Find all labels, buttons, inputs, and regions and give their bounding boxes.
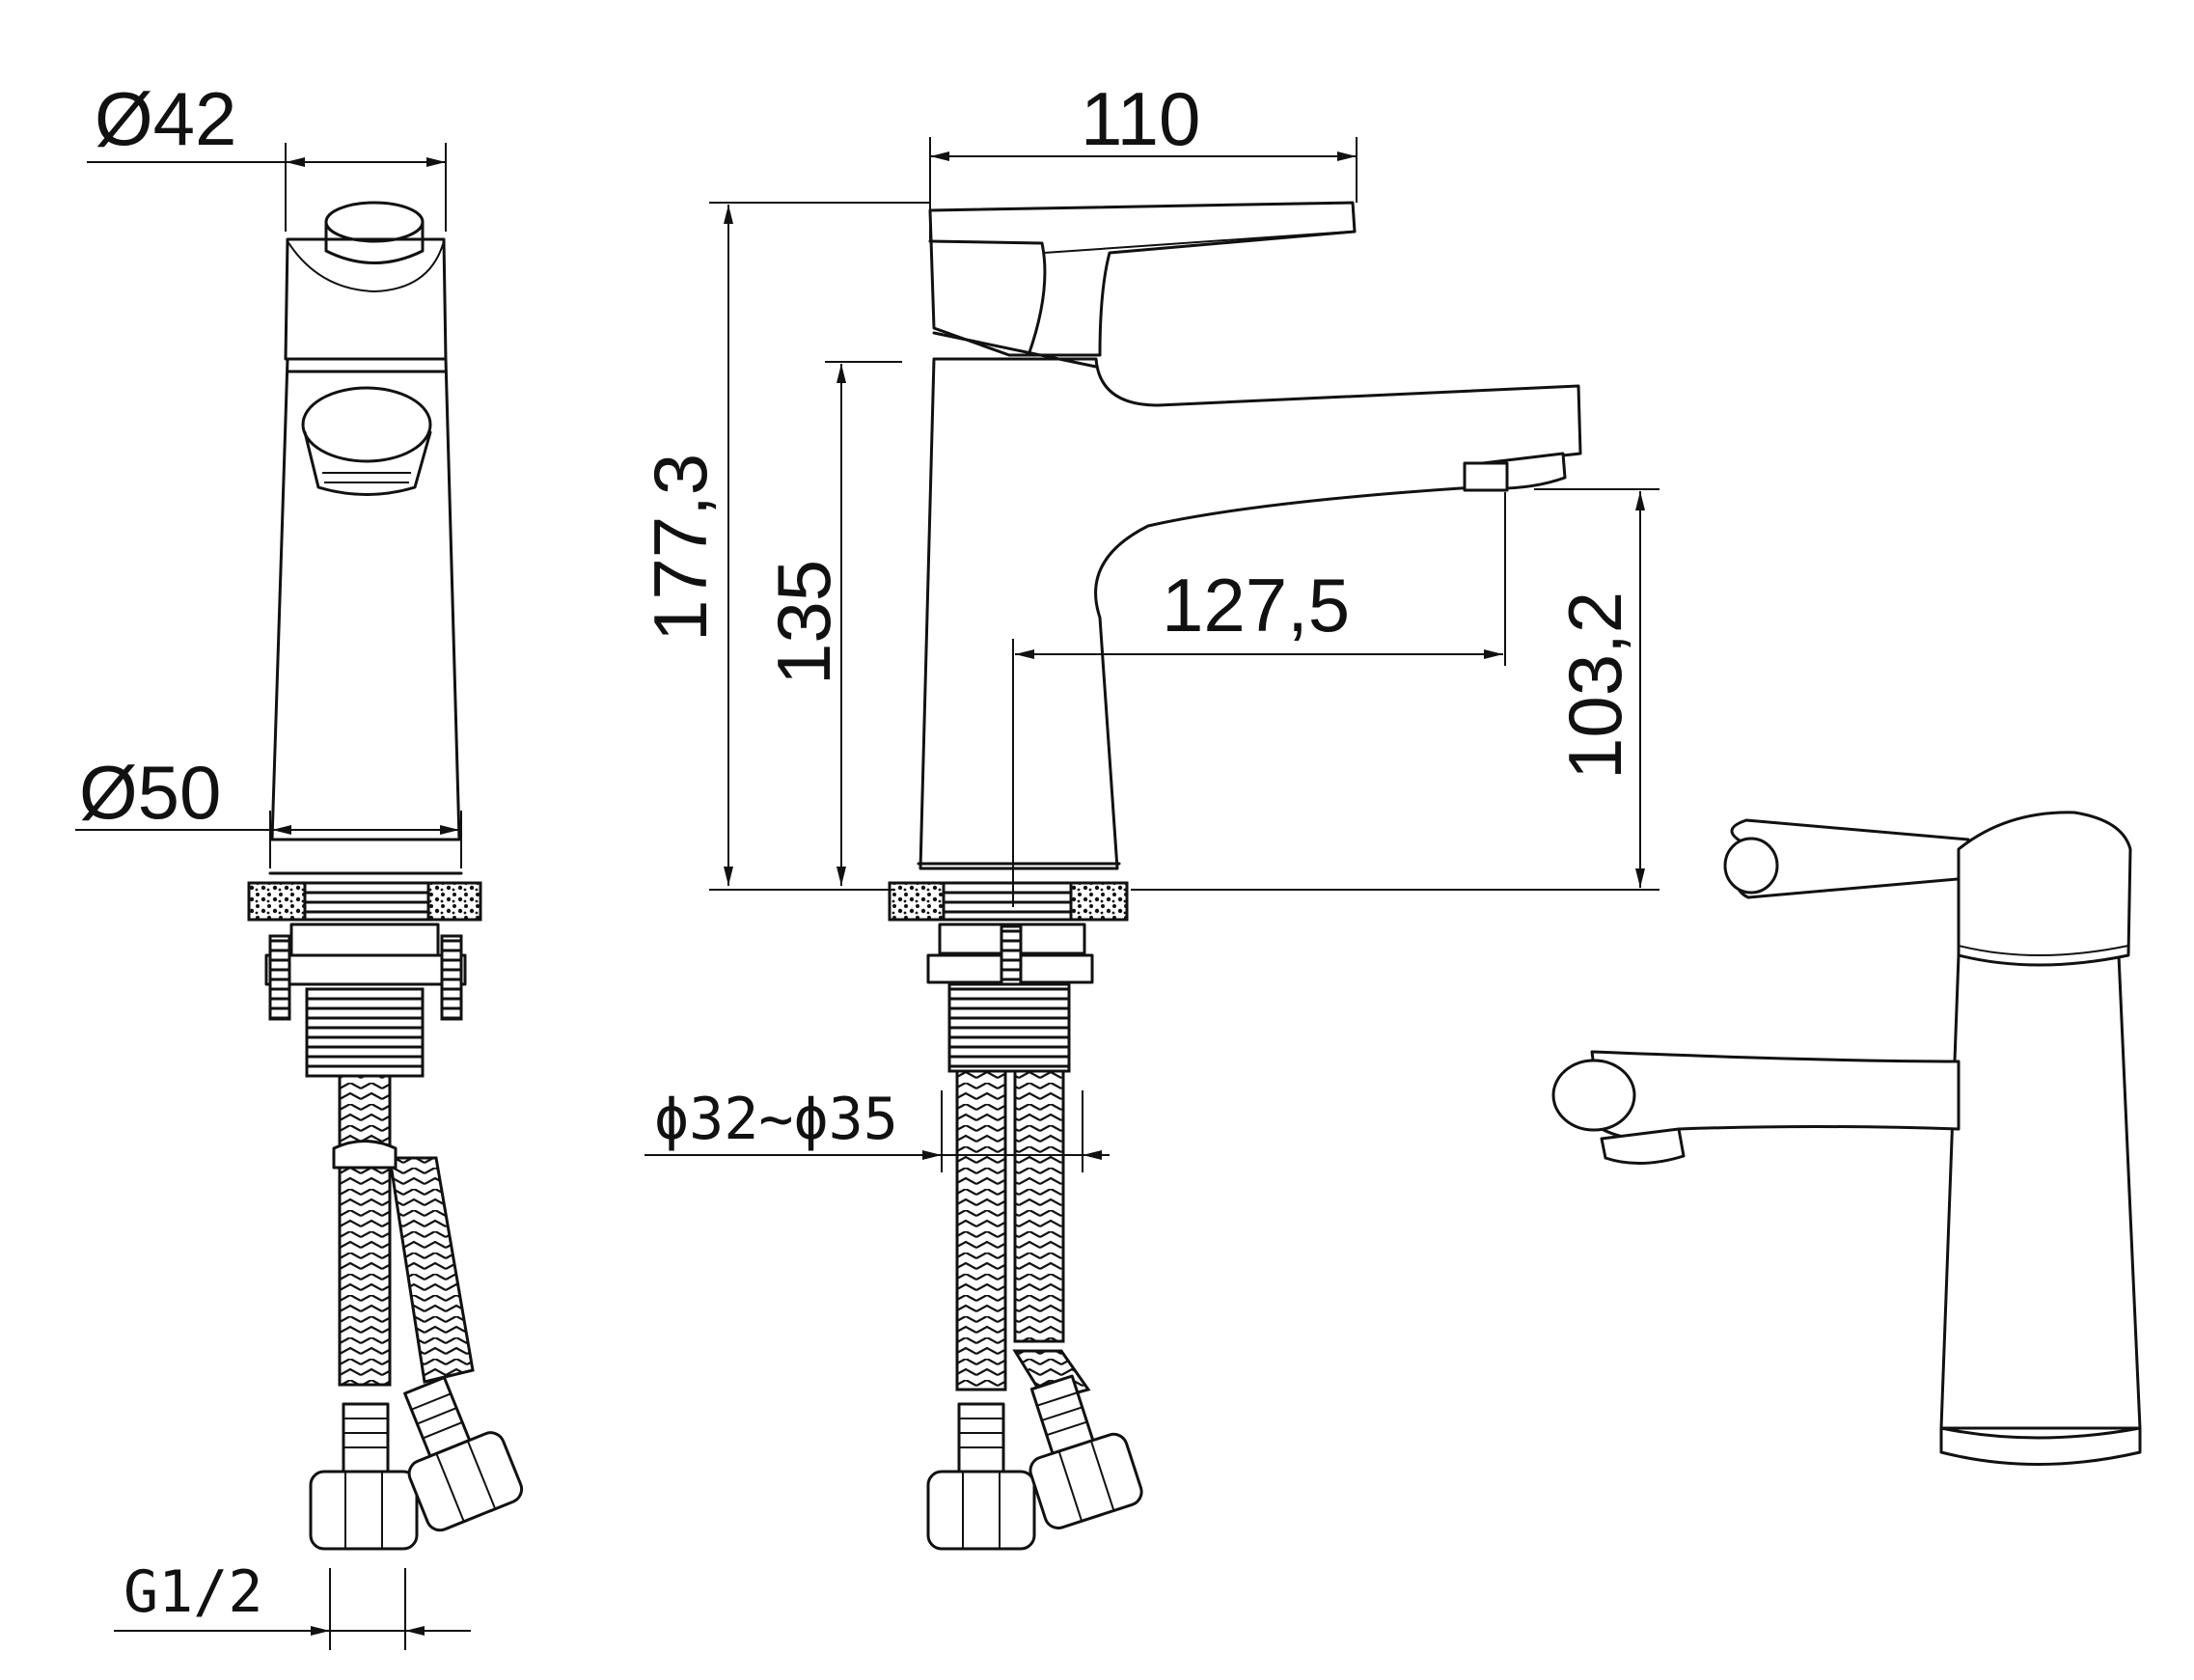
threaded-shank	[305, 987, 425, 1078]
dim-thread: G1/2	[123, 1558, 263, 1626]
persp-base	[1939, 1426, 2142, 1466]
side-hose-left	[955, 1069, 1007, 1391]
persp-spout	[1590, 1050, 1961, 1141]
dim-top-diameter: Ø42	[95, 76, 236, 161]
side-handle	[928, 201, 1357, 357]
dim-total-height: 177,3	[638, 454, 723, 642]
dim-base-diameter: Ø50	[79, 750, 221, 835]
handle-knob	[324, 201, 425, 243]
hose-left	[338, 1074, 392, 1387]
hex-nut-right	[407, 1431, 524, 1532]
perspective-view	[1551, 811, 2142, 1466]
hex-nut-left	[309, 1470, 419, 1551]
aerator	[301, 386, 432, 463]
side-shank	[947, 982, 1071, 1073]
front-dimensions: Ø42 Ø50 G1/2	[75, 76, 471, 1650]
dim-width: 110	[1081, 76, 1200, 161]
dim-spout-height: 103,2	[1552, 592, 1637, 780]
hose-right	[388, 1156, 475, 1384]
dim-hole-diameter: ϕ32~ϕ35	[654, 1086, 898, 1153]
dim-body-height: 135	[761, 560, 846, 685]
dim-spout-reach: 127,5	[1162, 563, 1350, 647]
side-dimensions: 110 177,3 135 127,5 103,2 ϕ32~ϕ35	[638, 76, 1659, 1172]
front-view	[247, 201, 524, 1551]
side-hex-nut-left	[926, 1470, 1036, 1551]
side-hex-nut-right	[1028, 1432, 1143, 1529]
side-body	[919, 357, 1582, 870]
side-hose-right	[1013, 1069, 1065, 1343]
persp-handle-cap	[1957, 811, 2132, 967]
side-view	[888, 201, 1582, 1551]
